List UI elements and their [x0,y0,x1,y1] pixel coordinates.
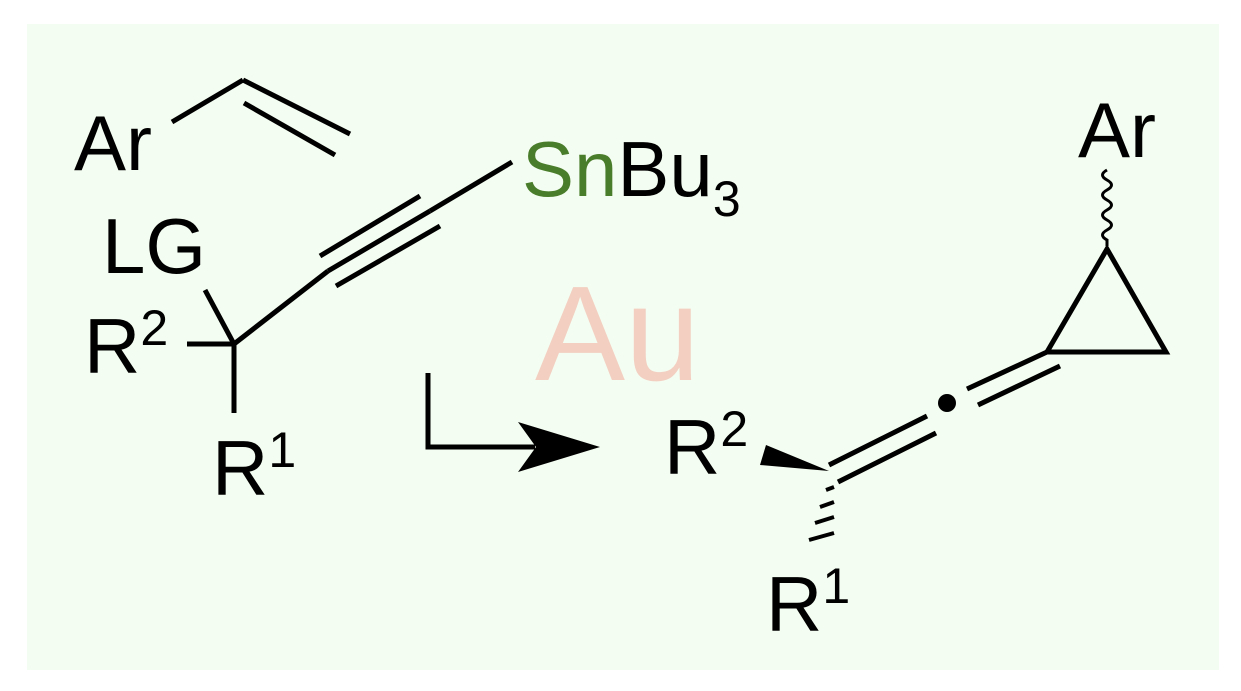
alkyne-triple-bond-lower [334,223,442,289]
product-structure: Ar R2 R1 [664,86,1171,648]
alkyne-single-bond-left [232,269,330,346]
allene-double-bond-outer [827,413,929,468]
stannane-label: SnBu3 [522,125,741,227]
vinyl-bond [170,77,245,125]
alkyne-triple-bond-upper [318,193,422,259]
reactant-r1-label: R1 [212,422,296,512]
product-r1-label: R1 [766,558,850,648]
alkyne-single-bond-right [428,159,514,214]
reactant-structure: Ar LG R2 R1 SnBu3 [74,77,741,512]
exocyclic-double-bond-inner [976,363,1062,408]
leaving-group-label: LG [102,202,206,290]
wedge-bond [760,445,829,471]
allene-double-bond-inner [836,430,938,485]
reactant-r2-label: R2 [84,300,168,390]
reaction-arrow [425,373,600,472]
scheme-background [27,24,1219,670]
vinyl-double-bond-inner [242,100,337,158]
catalyst-label: Au [535,258,700,409]
cyclopropane-ring [1042,244,1171,355]
wavy-bond [1101,168,1113,246]
allene-dot [938,394,956,412]
product-aryl-label: Ar [1078,86,1156,174]
hashed-bond [808,485,835,542]
alkyne-triple-bond-center [326,208,432,274]
lg-bond [202,288,237,346]
reactant-aryl-label: Ar [74,99,152,187]
exocyclic-double-bond-outer [965,349,1049,392]
product-r2-label: R2 [664,401,748,491]
vinyl-double-bond-outer [241,77,352,137]
